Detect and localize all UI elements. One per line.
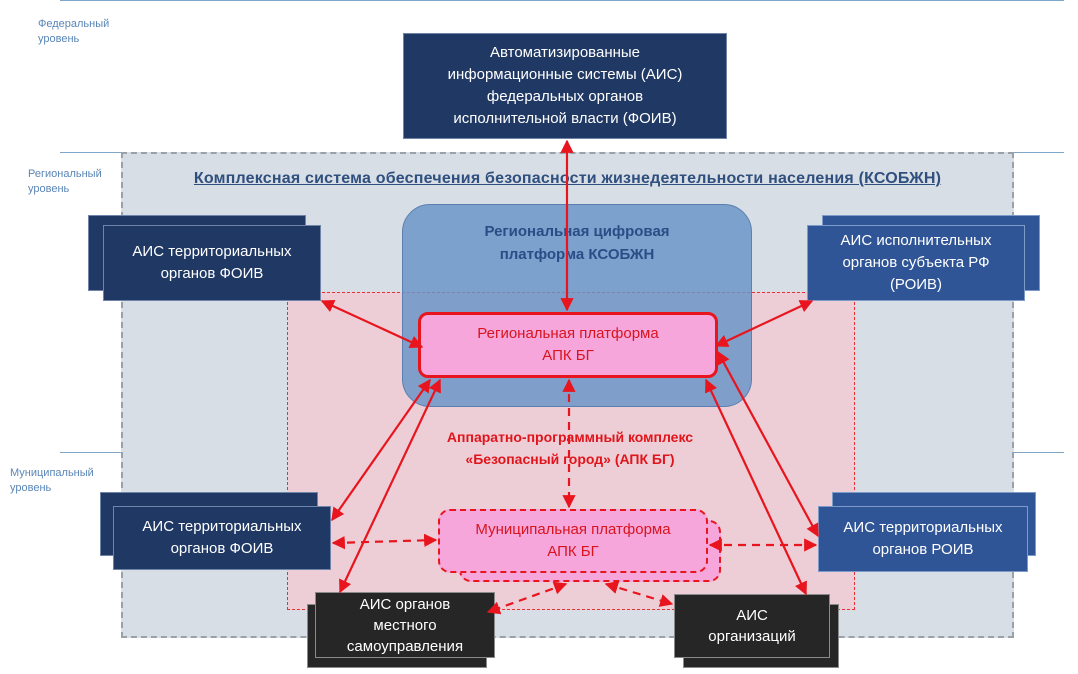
local-gov-ais-box: АИС органов местного самоуправления [315, 592, 495, 658]
municipal-apk-platform: Муниципальная платформа АПК БГ [438, 509, 708, 573]
ksobzhn-title: Комплексная система обеспечения безопасн… [193, 170, 942, 187]
orgs-ais-box: АИС организаций [674, 594, 830, 658]
reg-roiv-ais-box: АИС исполнительных органов субъекта РФ (… [807, 225, 1025, 301]
municipal-level-label: Муниципальный уровень [10, 467, 94, 494]
reg-foiv-ais-box: АИС территориальных органов ФОИВ [103, 225, 321, 301]
mun-foiv-ais-box: АИС территориальных органов ФОИВ [113, 506, 331, 570]
federal-level-divider [60, 0, 1064, 1]
federal-ais-box: Автоматизированные информационные систем… [403, 33, 727, 139]
mun-roiv-ais-box: АИС территориальных органов РОИВ [818, 506, 1028, 572]
apk-bg-label: Аппаратно-программный комплекс «Безопасн… [446, 429, 694, 467]
regional-level-label: Региональный уровень [28, 168, 102, 195]
regional-digital-platform-title: Региональная цифровая платформа КСОБЖН [484, 223, 670, 263]
regional-apk-platform: Региональная платформа АПК БГ [418, 312, 718, 378]
federal-level-label: Федеральный уровень [38, 18, 110, 45]
